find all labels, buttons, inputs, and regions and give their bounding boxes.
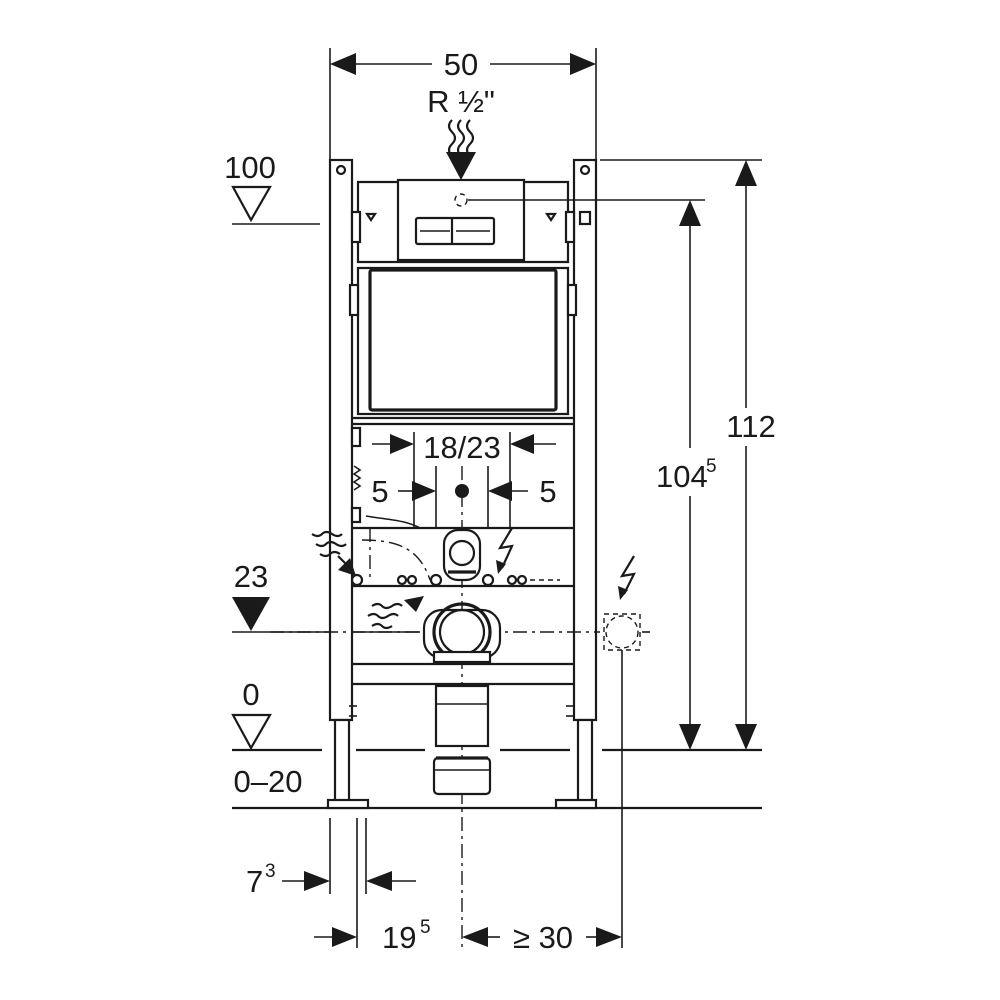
foot-offset-sup: 3 [265, 861, 276, 882]
floor-range-label: 0–20 [234, 764, 303, 799]
lightning-outer-icon [619, 555, 636, 595]
level-0-marker: 0 [231, 677, 272, 751]
center-point-icon [455, 484, 469, 498]
width-dimension: 50 [329, 47, 597, 160]
axis-offset-sup: 5 [420, 917, 431, 938]
height-partial-label: 104 [656, 459, 708, 494]
waste-pipe [270, 602, 600, 796]
water-supply-indicator: R ½" [427, 84, 495, 180]
inner-frame [350, 416, 574, 686]
flush-spacing-dimension: 18/23 [372, 430, 556, 528]
supply-label: R ½" [427, 84, 495, 119]
level-23-marker: 23 [232, 559, 420, 633]
height-total-dimension: 112 [600, 159, 776, 750]
lightning-icon [497, 527, 514, 569]
width-label: 50 [444, 47, 478, 82]
axis-offset-label: 19 [382, 920, 416, 955]
min-distance-label: ≥ 30 [513, 920, 573, 955]
cistern [348, 178, 705, 416]
inlet-arrow-icon [338, 558, 356, 576]
supply-arrow-icon [446, 152, 476, 180]
flush-pipe-connection [442, 528, 482, 582]
center-offset-dimensions: 5 5 [371, 466, 557, 528]
electrical-inner-indicator [496, 527, 514, 574]
level-100-marker: 100 [224, 150, 320, 225]
mounting-bolts [350, 573, 560, 587]
height-total-label: 112 [726, 409, 775, 444]
height-partial-dimension: 104 5 [656, 200, 717, 750]
axis-offset-dimension: 19 5 [314, 818, 488, 955]
foot-offset-label: 7 [246, 864, 263, 899]
min-distance-dimension: ≥ 30 [488, 920, 622, 955]
access-panel [368, 268, 558, 412]
electrical-outer-indicator [603, 555, 650, 651]
drain-inlet-indicator [367, 596, 424, 630]
height-partial-sup: 5 [706, 456, 717, 477]
level-100-label: 100 [224, 150, 276, 185]
floor-lines: 0–20 [232, 748, 762, 810]
right-upright [554, 158, 598, 810]
flush-plate-buttons [414, 216, 496, 246]
offset-left-label: 5 [371, 474, 388, 509]
level-0-label: 0 [242, 677, 259, 712]
water-inlet-indicator [311, 530, 356, 576]
flush-spacing-label: 18/23 [423, 430, 501, 465]
drain-arrow-icon [404, 596, 424, 612]
level-23-label: 23 [234, 559, 268, 594]
foot-offset-dimension: 7 3 [246, 818, 416, 899]
offset-right-label: 5 [539, 474, 556, 509]
